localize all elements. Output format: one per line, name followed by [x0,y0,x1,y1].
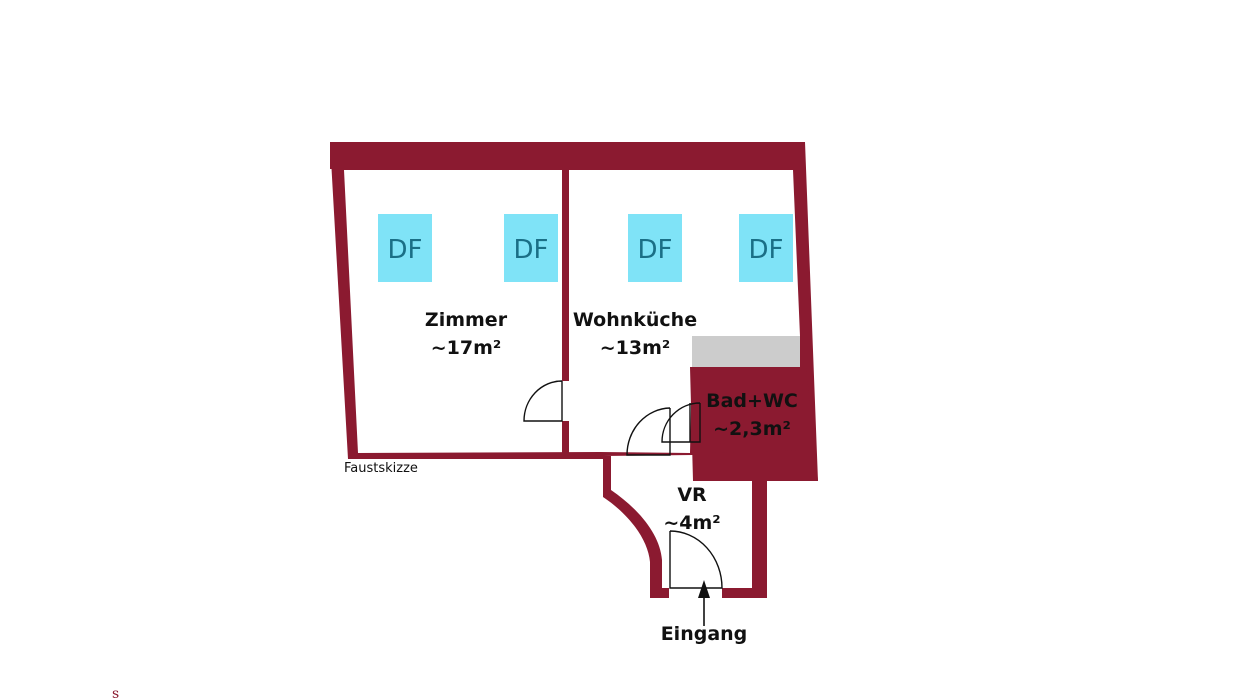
room-area-vr: ~4m² [663,512,720,534]
door-entrance [669,530,723,589]
partition-wall-lower [562,421,569,454]
partition-wall [562,169,569,381]
hallway-left-wall [603,456,662,597]
room-area-bad: ~2,3m² [713,418,791,440]
door-bad [661,402,701,443]
hallway-bottom-left [650,588,669,598]
kitchen-counter [692,336,800,367]
skylight-3: DF [628,214,682,282]
room-area-zimmer: ~17m² [431,337,501,359]
room-area-wohnkueche: ~13m² [600,337,670,359]
door-wohnkueche [626,407,671,456]
skylight-1: DF [378,214,432,282]
entrance-arrow-icon [698,580,710,626]
skylight-label: DF [749,235,784,265]
door-zimmer [523,380,563,422]
entrance-label: Eingang [661,623,748,645]
corner-mark: s [112,686,119,700]
room-name-bad: Bad+WC [706,390,798,412]
hallway-bottom-right [722,588,767,598]
top-wall [330,142,805,169]
room-name-zimmer: Zimmer [425,309,508,331]
skylight-label: DF [638,235,673,265]
skylight-label: DF [514,235,549,265]
sketch-note: Faustskizze [344,461,418,476]
hallway-right-wall [752,481,767,598]
room-name-wohnkueche: Wohnküche [573,309,697,331]
skylight-4: DF [739,214,793,282]
skylight-2: DF [504,214,558,282]
room-name-vr: VR [677,484,707,506]
skylight-label: DF [388,235,423,265]
bathroom-walls [690,367,818,481]
